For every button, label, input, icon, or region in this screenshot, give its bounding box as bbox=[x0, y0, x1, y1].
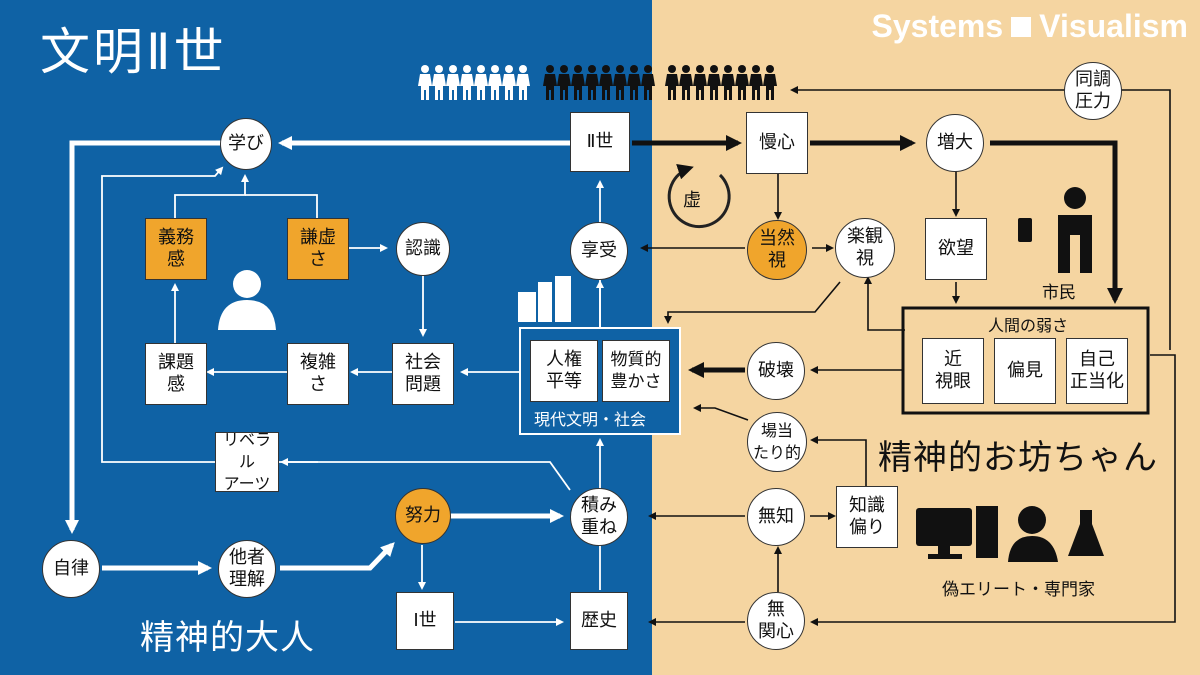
head-brain-icon bbox=[218, 270, 276, 330]
weakness-title: 人間の弱さ bbox=[988, 316, 1069, 335]
elite-icons bbox=[916, 506, 1104, 562]
node-isse: Ⅰ世 bbox=[396, 592, 454, 650]
node-bataari: 場当 たり的 bbox=[747, 412, 807, 472]
node-kinshigan: 近 視眼 bbox=[922, 338, 984, 404]
node-jiko-seitou: 自己 正当化 bbox=[1066, 338, 1128, 404]
minor-white-flows bbox=[101, 166, 604, 626]
major-black-flows bbox=[632, 135, 1123, 378]
black-people-icon bbox=[665, 65, 777, 100]
node-liberal-arts: リベラル アーツ bbox=[215, 430, 279, 493]
white-people-icon bbox=[418, 65, 530, 100]
brand-icon bbox=[1011, 16, 1032, 37]
node-mukanshin: 無 関心 bbox=[747, 592, 805, 650]
node-manabi: 学び bbox=[220, 118, 272, 170]
node-kadaikan: 課題 感 bbox=[145, 343, 207, 405]
brand-left: Systems bbox=[871, 8, 1004, 44]
node-gimukan: 義務 感 bbox=[145, 218, 207, 280]
brand-logo: Systems Visualism bbox=[872, 8, 1188, 45]
node-muchi: 無知 bbox=[747, 488, 805, 546]
node-chishiki-katayori: 知識 偏り bbox=[836, 486, 898, 548]
loop-arrow-icon bbox=[667, 164, 731, 229]
building-icon bbox=[518, 276, 571, 322]
node-kenkyo: 謙虚 さ bbox=[287, 218, 349, 280]
node-douchou: 同調 圧力 bbox=[1064, 62, 1122, 120]
node-fukuzatsu: 複雑 さ bbox=[287, 343, 349, 405]
civilization-label: 現代文明・社会 bbox=[534, 410, 647, 429]
smartphone-person-icon bbox=[1018, 187, 1092, 273]
black-people-icon bbox=[543, 65, 655, 100]
node-shakai-mondai: 社会 問題 bbox=[392, 343, 454, 405]
brand-right: Visualism bbox=[1039, 8, 1188, 44]
major-white-flows bbox=[65, 136, 600, 575]
pseudo-elite-label: 偽エリート・専門家 bbox=[942, 580, 1095, 600]
node-yokubou: 欲望 bbox=[925, 218, 987, 280]
node-rakkan: 楽観 視 bbox=[835, 218, 895, 278]
node-ninshiki: 認識 bbox=[396, 222, 450, 276]
false-loop-label: 虚 bbox=[683, 190, 701, 211]
spiritual-adult-label: 精神的大人 bbox=[140, 618, 315, 658]
weakness-group-box bbox=[901, 306, 1150, 415]
node-jinken: 人権 平等 bbox=[530, 340, 598, 402]
node-zoudai: 増大 bbox=[926, 114, 984, 172]
node-kyoju: 享受 bbox=[570, 222, 628, 280]
node-tsumikasane: 積み 重ね bbox=[570, 488, 628, 546]
page-title: 文明Ⅱ世 bbox=[40, 23, 227, 81]
node-rekishi: 歴史 bbox=[570, 592, 628, 650]
minor-black-flows bbox=[640, 86, 1176, 626]
spiritual-child-label: 精神的お坊ちゃん bbox=[878, 438, 1158, 478]
node-touzen: 当然 視 bbox=[747, 220, 807, 280]
node-nise: Ⅱ世 bbox=[570, 112, 630, 172]
node-tasha-rikai: 他者 理解 bbox=[218, 540, 276, 598]
node-doryoku: 努力 bbox=[395, 488, 451, 544]
node-hakai: 破壊 bbox=[747, 342, 805, 400]
node-jiritsu: 自律 bbox=[42, 540, 100, 598]
node-manshin: 慢心 bbox=[746, 112, 808, 174]
node-henken: 偏見 bbox=[994, 338, 1056, 404]
citizen-label: 市民 bbox=[1042, 283, 1076, 303]
node-busshitsu: 物質的 豊かさ bbox=[602, 340, 670, 402]
people-icons bbox=[418, 65, 777, 100]
